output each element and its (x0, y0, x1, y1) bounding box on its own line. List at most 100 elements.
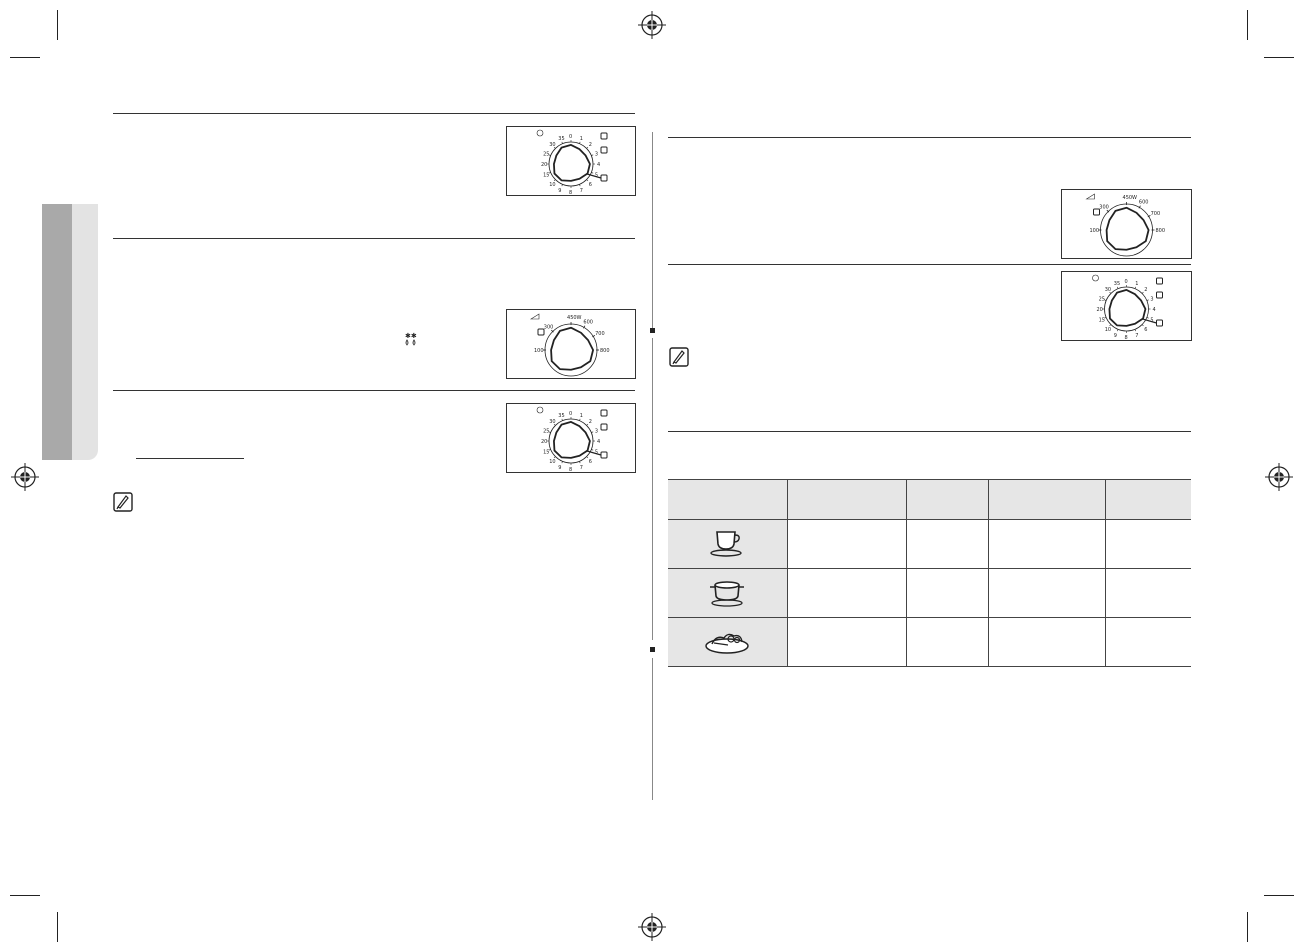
function-icon (600, 146, 608, 154)
coffee-cup-icon (710, 530, 742, 557)
dial-tick-label: 5 (1150, 318, 1153, 324)
dial-knob (553, 143, 591, 182)
dial-tick-label: 1 (580, 413, 583, 419)
dial-tick (1109, 324, 1112, 327)
dial-tick-label: 25 (1099, 296, 1105, 302)
crop-mark (1247, 10, 1248, 40)
dial-tick (591, 449, 594, 451)
dial-tick (1141, 324, 1144, 327)
table-cell (987, 568, 1105, 618)
dial-tick (1146, 317, 1149, 319)
dial-tick-label: 5 (595, 173, 598, 179)
dial-tick (1117, 329, 1119, 332)
center-marker (650, 647, 655, 652)
dial-knob (553, 420, 591, 459)
dial-tick (579, 461, 581, 464)
clock-icon (1092, 274, 1099, 282)
dial-tick-label: 7 (580, 188, 583, 194)
dial-tick (1134, 329, 1136, 332)
function-icon (600, 174, 608, 182)
dial-tick (553, 146, 556, 149)
dial-tick-label: 100 (1090, 228, 1100, 234)
table-cell (1104, 568, 1191, 618)
dial-tick (1141, 291, 1144, 294)
dial-tick-label: 700 (1151, 211, 1161, 217)
function-icon (600, 451, 608, 459)
dial-tick-label: 7 (580, 465, 583, 471)
function-icon (600, 423, 608, 431)
dial-tick (553, 179, 556, 182)
section-divider (668, 137, 1191, 138)
function-icon (600, 132, 608, 140)
dial-tick (1104, 317, 1107, 319)
table-header-cell (668, 479, 787, 520)
center-divider (652, 338, 653, 640)
dial-ring (548, 418, 594, 464)
power-level-icon (1085, 193, 1095, 200)
crop-mark (10, 57, 40, 58)
registration-mark-icon (638, 913, 666, 941)
table-cell (905, 617, 988, 667)
table-cell (905, 568, 988, 618)
dial-tick-label: 1 (1135, 281, 1138, 287)
table-icon-cell (668, 519, 787, 569)
dial-tick-label: 15 (543, 450, 549, 456)
dial-tick (586, 423, 589, 426)
dial-tick-label: 700 (595, 331, 605, 337)
dial-tick (1138, 205, 1141, 209)
dial-tick (586, 146, 589, 149)
dial-tick (1104, 299, 1107, 301)
dial-tick-label: 10 (549, 459, 555, 465)
dial-tick (548, 449, 551, 451)
crop-mark (10, 895, 40, 896)
cooking-guide-table (668, 479, 1191, 667)
table-cell (1104, 519, 1191, 569)
table-icon-cell (668, 617, 787, 667)
center-divider (652, 658, 653, 800)
dial-tick (548, 431, 551, 433)
dial-tick-label: 10 (1105, 327, 1111, 333)
dial-tick-label: 600 (1139, 199, 1149, 205)
section-divider (113, 390, 635, 391)
dial-tick-label: 35 (558, 413, 564, 419)
dial-tick-label: 25 (543, 151, 549, 157)
center-divider (652, 132, 653, 328)
dial-tick-label: 9 (558, 465, 561, 471)
dial-tick-label: 3 (1150, 296, 1153, 302)
dial-tick (579, 141, 581, 144)
table-cell (786, 568, 906, 618)
function-icon (1156, 291, 1163, 299)
table-row (668, 568, 1191, 618)
dial-tick-label: 15 (1099, 318, 1105, 324)
dial-tick-label: 450W (1123, 195, 1138, 201)
table-cell (1104, 617, 1191, 667)
pencil-note-icon (669, 347, 689, 367)
registration-mark-icon (11, 463, 39, 491)
dial-tick-label: 2 (589, 419, 592, 425)
table-icon-cell (668, 568, 787, 618)
dial-tick-label: 25 (543, 428, 549, 434)
dial-tick (1117, 286, 1119, 289)
table-cell (786, 519, 906, 569)
dial-tick-label: 9 (1114, 333, 1117, 339)
dial-tick-label: 4 (597, 439, 600, 445)
dial-tick-label: 4 (597, 162, 600, 168)
function-icon (1156, 277, 1163, 285)
table-header-cell (1104, 479, 1191, 520)
dial-tick-label: 8 (569, 467, 572, 472)
dial-tick-label: 5 (595, 450, 598, 456)
dial-tick (553, 423, 556, 426)
function-icon (1156, 319, 1163, 327)
defrost-icon (1093, 208, 1100, 216)
dial-tick-label: 600 (583, 319, 593, 325)
dial-tick-label: 35 (1114, 281, 1120, 287)
dial-tick (586, 456, 589, 459)
dial-tick-label: 3 (595, 151, 598, 157)
side-tab (42, 204, 72, 460)
crop-mark (1247, 912, 1248, 942)
dial-tick-label: 30 (549, 419, 555, 425)
